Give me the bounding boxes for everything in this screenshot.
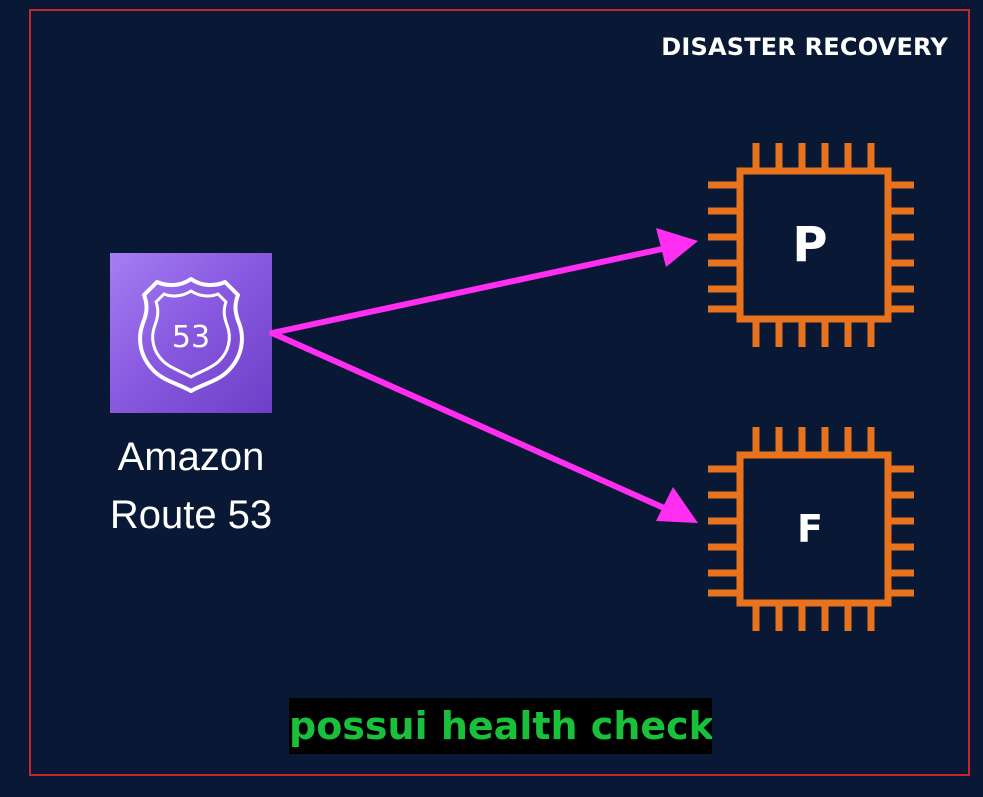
target-failover-label: F xyxy=(797,507,823,551)
chip-icon xyxy=(708,427,914,631)
route53-icon: 53 xyxy=(110,253,272,413)
route53-shield-icon: 53 xyxy=(138,277,244,393)
diagram-title: DISASTER RECOVERY xyxy=(661,33,948,61)
chip-icon xyxy=(708,143,914,347)
arrow-to-failover xyxy=(269,330,667,511)
route53-label-line2: Route 53 xyxy=(109,493,273,537)
subtitle-caption: possui health check xyxy=(289,698,712,754)
arrow-to-primary xyxy=(269,246,665,336)
arrow-head-primary xyxy=(656,228,698,267)
route53-label-line1: Amazon xyxy=(117,435,265,479)
target-primary-label: P xyxy=(792,217,828,273)
diagram-frame xyxy=(29,9,970,776)
target-primary: P xyxy=(704,139,916,351)
arrow-head-failover xyxy=(656,487,698,523)
route53-shield-text: 53 xyxy=(172,320,210,355)
route53-label: Amazon Route 53 xyxy=(60,428,322,544)
target-failover: F xyxy=(704,423,916,635)
